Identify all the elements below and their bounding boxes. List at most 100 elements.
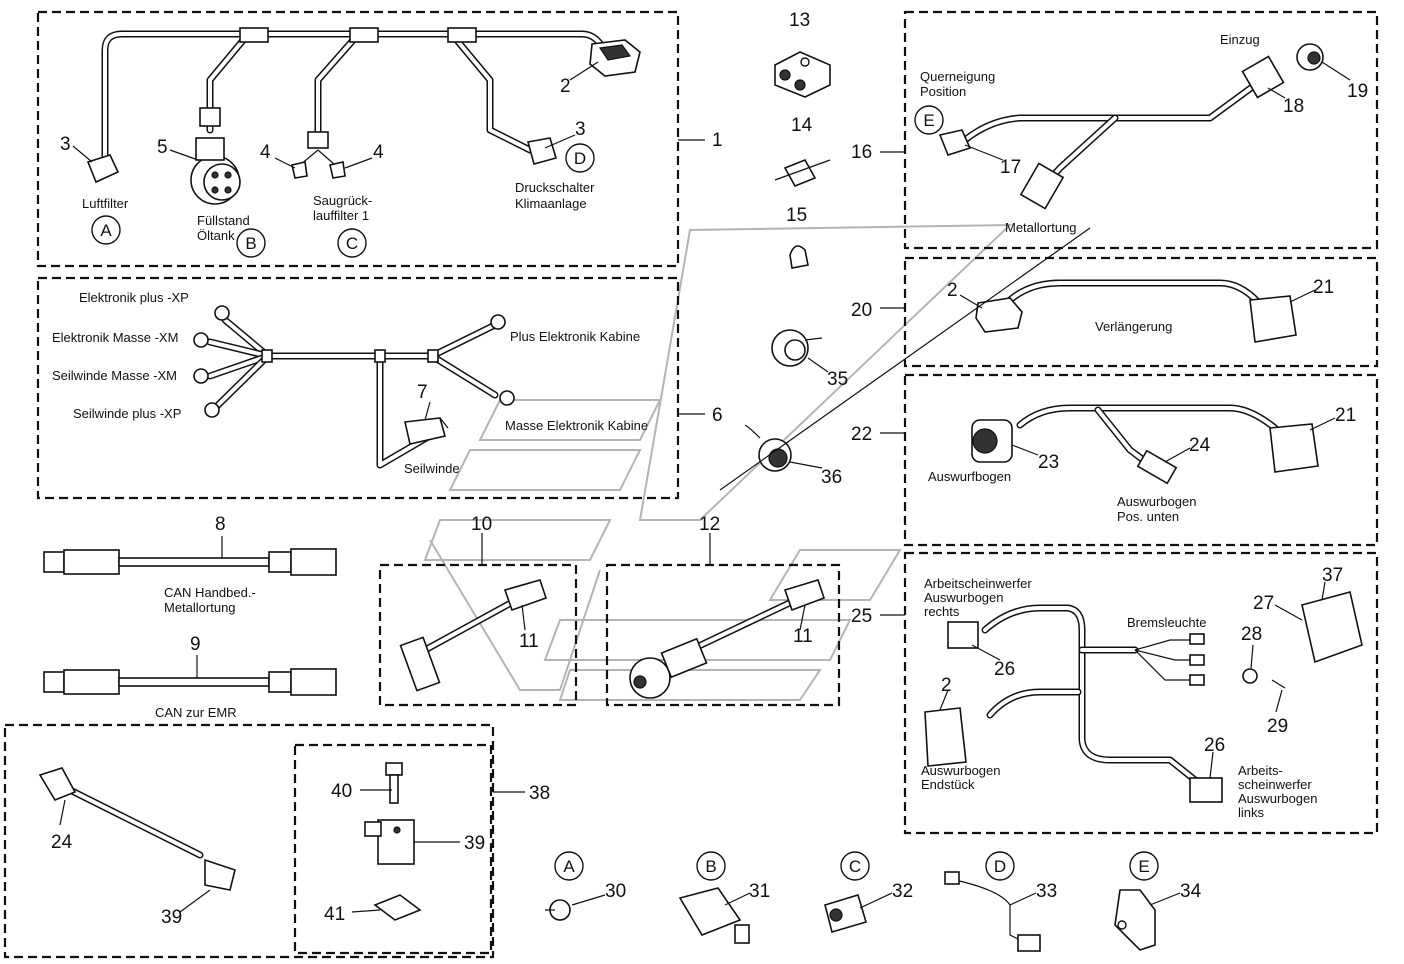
label-druck-1: Druckschalter [515,180,595,195]
letter-d-bottom: D [994,857,1006,876]
num-2a: 2 [560,76,571,97]
sensor-30 [545,899,571,921]
num-5: 5 [157,137,168,158]
num-40: 40 [331,781,352,802]
sensor-32 [824,894,867,934]
num-17: 17 [1000,157,1021,178]
label-seilwinde: Seilwinde [404,461,460,476]
label-querneigung-2: Position [920,84,966,99]
label-endstueck-1: Auswurbogen [921,763,1001,778]
num-39b: 39 [464,833,485,854]
num-33: 33 [1036,881,1057,902]
group-harness-20 [880,256,1379,368]
label-luftfilter: Luftfilter [82,196,129,211]
num-13: 13 [789,10,810,31]
label-aws-rechts-3: rechts [924,604,960,619]
group-harness-22 [880,373,1379,547]
label-can-hand-2: Metallortung [164,600,236,615]
label-elek-masse-xm: Elektronik Masse -XM [52,330,178,345]
num-38: 38 [529,783,550,804]
num-8: 8 [215,514,226,535]
label-aws-rechts-2: Auswurbogen [924,590,1004,605]
leader-lines [59,61,1351,913]
num-31: 31 [749,881,770,902]
sensor-31 [678,887,750,944]
part-36 [744,424,792,472]
num-15: 15 [786,205,807,226]
letter-a: A [100,221,112,240]
num-10: 10 [471,514,492,535]
label-aws-links-3: Auswurbogen [1238,791,1318,806]
num-36: 36 [821,467,842,488]
letter-c-bottom: C [849,857,861,876]
group-harness-1 [36,10,680,268]
num-34: 34 [1180,881,1202,902]
num-2c: 2 [941,675,952,696]
sensor-33 [944,871,1041,952]
letter-b-bottom: B [705,857,716,876]
num-29: 29 [1267,716,1288,737]
num-24a: 24 [1189,435,1211,456]
num-27: 27 [1253,593,1274,614]
label-fuellstand-2: Öltank [197,228,235,243]
num-30: 30 [605,881,626,902]
label-can-emr: CAN zur EMR [155,705,237,720]
num-37: 37 [1322,565,1343,586]
num-23: 23 [1038,452,1059,473]
part-35 [771,329,823,367]
num-11a: 11 [519,631,539,652]
label-elek-plus-xp: Elektronik plus -XP [79,290,189,305]
group-harness-25 [880,551,1379,835]
num-4b: 4 [373,142,384,163]
num-21b: 21 [1335,405,1356,426]
label-querneigung-1: Querneigung [920,69,995,84]
num-3a: 3 [60,134,71,155]
num-41: 41 [324,904,345,925]
label-auswurfbogen: Auswurfbogen [928,469,1011,484]
letter-e: E [923,111,934,130]
cable-8 [43,536,337,576]
part-14 [774,158,831,188]
group-cable-12 [605,533,841,707]
num-14: 14 [791,115,813,136]
label-einzug: Einzug [1220,32,1260,47]
num-18: 18 [1283,96,1304,117]
num-4a: 4 [260,142,271,163]
letter-c: C [346,234,358,253]
num-19: 19 [1347,81,1368,102]
num-22: 22 [851,424,872,445]
num-6: 6 [712,405,723,426]
label-can-hand-1: CAN Handbed.- [164,585,256,600]
letter-b: B [245,234,256,253]
label-aws-links-1: Arbeits- [1238,763,1283,778]
num-26a: 26 [994,659,1015,680]
letter-a-bottom: A [563,857,575,876]
label-aws-links-2: scheinwerfer [1238,777,1312,792]
letter-circles [91,105,1159,881]
label-saug-2: lauffilter 1 [313,208,369,223]
label-masse-elek-kabine: Masse Elektronik Kabine [505,418,648,433]
group-cable-10 [378,533,578,707]
part-15 [789,245,809,269]
num-3b: 3 [575,119,586,140]
label-fuellstand-1: Füllstand [197,213,250,228]
label-plus-elek-kabine: Plus Elektronik Kabine [510,329,640,344]
num-11b: 11 [793,626,813,647]
num-39a: 39 [161,907,182,928]
num-7: 7 [417,382,428,403]
num-1: 1 [712,130,723,151]
label-metallortung: Metallortung [1005,220,1077,235]
num-24b: 24 [51,832,73,853]
label-verlaengerung: Verlängerung [1095,319,1172,334]
label-auswurf-pos-1: Auswurbogen [1117,494,1197,509]
part-13 [774,51,831,98]
label-seil-masse-xm: Seilwinde Masse -XM [52,368,177,383]
label-auswurf-pos-2: Pos. unten [1117,509,1179,524]
label-saug-1: Saugrück- [313,193,372,208]
group-harness-6 [36,276,680,500]
label-aws-links-4: links [1238,805,1265,820]
label-bremsleuchte: Bremsleuchte [1127,615,1206,630]
num-16: 16 [851,142,872,163]
num-9: 9 [190,634,201,655]
